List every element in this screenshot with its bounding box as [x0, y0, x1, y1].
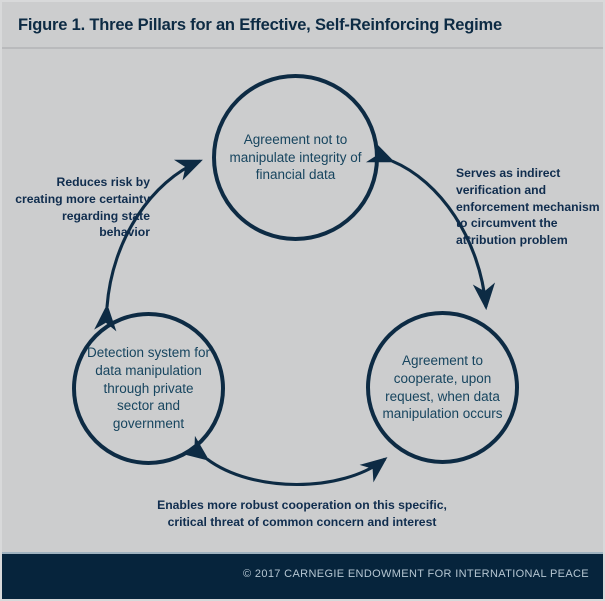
edge-label-bottom: Enables more robust cooperation on this …: [157, 498, 447, 529]
footer-bar: © 2017 CARNEGIE ENDOWMENT FOR INTERNATIO…: [2, 552, 603, 599]
diagram-canvas: Agreement not to manipulate integrity of…: [2, 49, 603, 554]
title-divider: [2, 47, 603, 49]
figure-title: Figure 1. Three Pillars for an Effective…: [18, 16, 502, 34]
node-detection-system[interactable]: Detection system for data manipulation t…: [72, 312, 225, 465]
node-left-label: Detection system for data manipulation t…: [86, 344, 211, 432]
arrow-bottom-edge: [181, 435, 388, 486]
node-agreement-integrity[interactable]: Agreement not to manipulate integrity of…: [212, 74, 379, 241]
edge-label-right: Serves as indirect verification and enfo…: [456, 166, 600, 248]
edge-label-left: Reduces risk by creating more certainty …: [15, 175, 150, 240]
node-top-label: Agreement not to manipulate integrity of…: [229, 131, 362, 183]
copyright-text: © 2017 CARNEGIE ENDOWMENT FOR INTERNATIO…: [243, 568, 589, 580]
node-agreement-cooperate[interactable]: Agreement to cooperate, upon request, wh…: [366, 311, 519, 464]
node-right-label: Agreement to cooperate, upon request, wh…: [382, 352, 503, 422]
